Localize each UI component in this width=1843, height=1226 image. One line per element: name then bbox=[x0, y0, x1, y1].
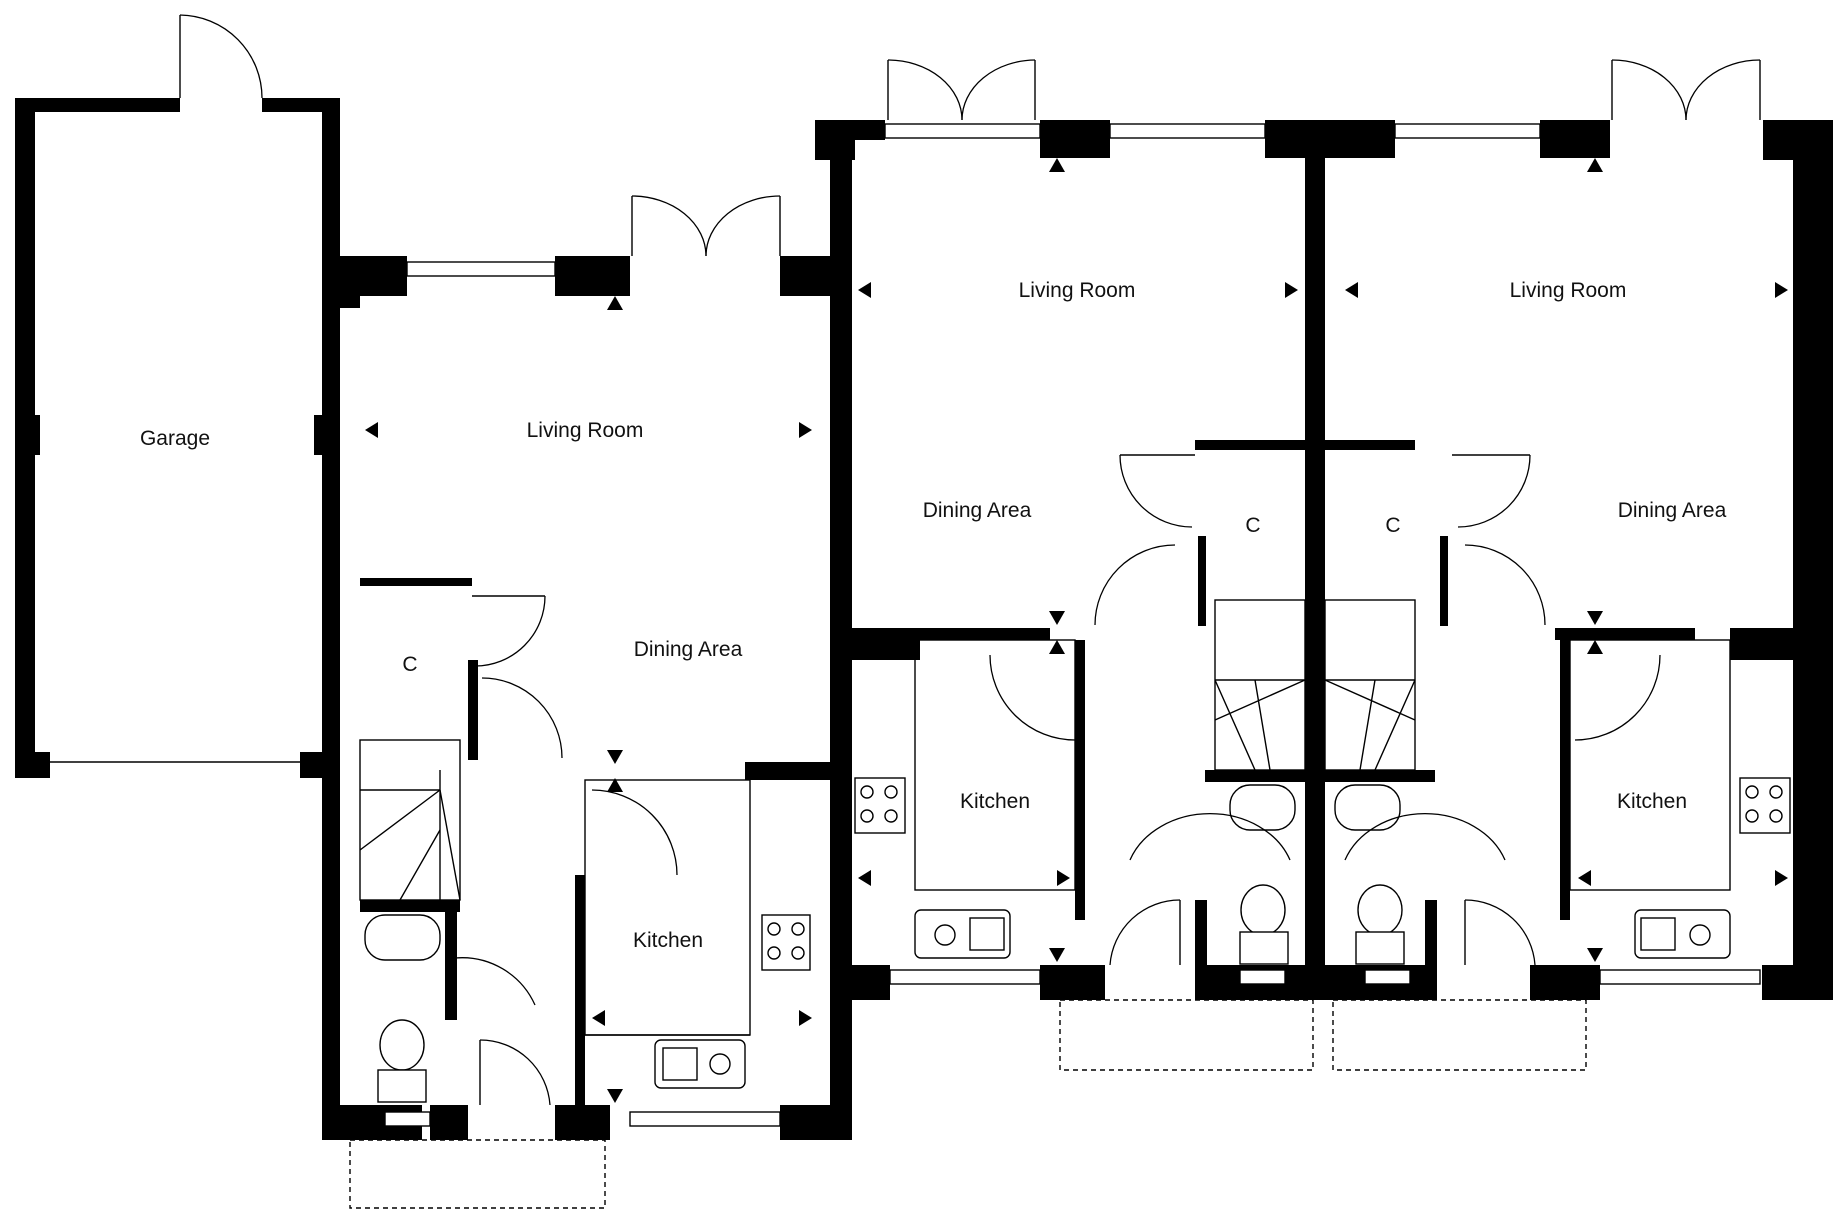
french-doors bbox=[1611, 59, 1761, 121]
dimension-arrow bbox=[1775, 282, 1788, 298]
house-1-interior bbox=[359, 595, 811, 1106]
basin bbox=[1334, 784, 1401, 831]
house-2: Living Room Dining Area C Kitchen bbox=[815, 59, 1355, 1071]
room-label-kitchen: Kitchen bbox=[633, 929, 703, 952]
porch bbox=[349, 1139, 606, 1209]
dimension-arrow bbox=[1587, 640, 1603, 654]
dimension-arrow bbox=[1285, 282, 1298, 298]
dimension-arrow bbox=[1587, 948, 1603, 962]
window bbox=[1599, 969, 1761, 985]
staircase bbox=[1214, 599, 1306, 771]
room-label-cupboard: C bbox=[402, 653, 417, 676]
staircase bbox=[359, 739, 461, 901]
dimension-arrow bbox=[858, 870, 871, 886]
staircase bbox=[1324, 599, 1416, 771]
room-label-kitchen: Kitchen bbox=[960, 790, 1030, 813]
toilet bbox=[1240, 884, 1286, 936]
room-label-living-room: Living Room bbox=[1510, 279, 1627, 302]
basin bbox=[364, 914, 441, 961]
room-label-kitchen: Kitchen bbox=[1617, 790, 1687, 813]
window bbox=[1109, 123, 1266, 139]
house-3: Living Room Dining Area C Kitchen bbox=[1305, 59, 1833, 1071]
dimension-arrow bbox=[1049, 611, 1065, 625]
room-label-dining-area: Dining Area bbox=[634, 638, 743, 661]
room-label-dining-area: Dining Area bbox=[1618, 499, 1727, 522]
sink bbox=[1634, 909, 1731, 959]
room-label-cupboard: C bbox=[1245, 514, 1260, 537]
hob bbox=[1739, 777, 1791, 834]
dimension-arrow bbox=[799, 1010, 812, 1026]
dimension-arrow bbox=[1587, 611, 1603, 625]
dimension-arrow bbox=[607, 296, 623, 310]
window bbox=[884, 123, 1041, 139]
room-label-living-room: Living Room bbox=[1019, 279, 1136, 302]
dimension-arrow bbox=[1049, 158, 1065, 172]
house-3-walls bbox=[1305, 120, 1833, 1000]
room-label-dining-area: Dining Area bbox=[923, 499, 1032, 522]
dimension-arrow bbox=[1057, 870, 1070, 886]
window bbox=[406, 261, 556, 277]
dimension-arrow bbox=[1345, 282, 1358, 298]
window bbox=[1364, 969, 1411, 985]
sink bbox=[914, 909, 1011, 959]
dimension-arrow bbox=[607, 1089, 623, 1103]
dimension-arrow bbox=[858, 282, 871, 298]
dimension-arrow bbox=[1049, 640, 1065, 654]
porch bbox=[1332, 999, 1587, 1071]
french-doors bbox=[631, 195, 781, 257]
dimension-arrow bbox=[799, 422, 812, 438]
dimension-arrow bbox=[1578, 870, 1591, 886]
toilet bbox=[379, 1019, 425, 1071]
room-label-living-room: Living Room bbox=[527, 419, 644, 442]
french-doors bbox=[887, 59, 1036, 121]
dimension-arrow bbox=[592, 1010, 605, 1026]
sink bbox=[654, 1039, 746, 1089]
dimension-arrow bbox=[1775, 870, 1788, 886]
basin bbox=[1229, 784, 1296, 831]
window bbox=[1239, 969, 1286, 985]
room-label-garage: Garage bbox=[140, 427, 210, 450]
house-2-interior bbox=[854, 454, 1306, 966]
dimension-arrow bbox=[1049, 948, 1065, 962]
house-1: Garage Living Room Dining Area C Kitchen bbox=[15, 14, 852, 1209]
dimension-arrow bbox=[607, 750, 623, 764]
porch bbox=[1059, 999, 1314, 1071]
garage-walls bbox=[15, 98, 340, 1138]
window bbox=[889, 969, 1041, 985]
house-3-interior bbox=[1324, 454, 1791, 966]
dimension-arrow bbox=[607, 778, 623, 792]
house-2-walls bbox=[815, 120, 1355, 1000]
room-label-cupboard: C bbox=[1385, 514, 1400, 537]
dimension-arrow bbox=[365, 422, 378, 438]
house-1-walls bbox=[322, 120, 852, 1140]
hob bbox=[761, 914, 811, 971]
window bbox=[629, 1111, 781, 1127]
garage-side-door bbox=[179, 14, 263, 99]
window bbox=[1394, 123, 1541, 139]
window bbox=[384, 1111, 431, 1127]
hob bbox=[854, 777, 906, 834]
toilet bbox=[1357, 884, 1403, 936]
dimension-arrow bbox=[1587, 158, 1603, 172]
